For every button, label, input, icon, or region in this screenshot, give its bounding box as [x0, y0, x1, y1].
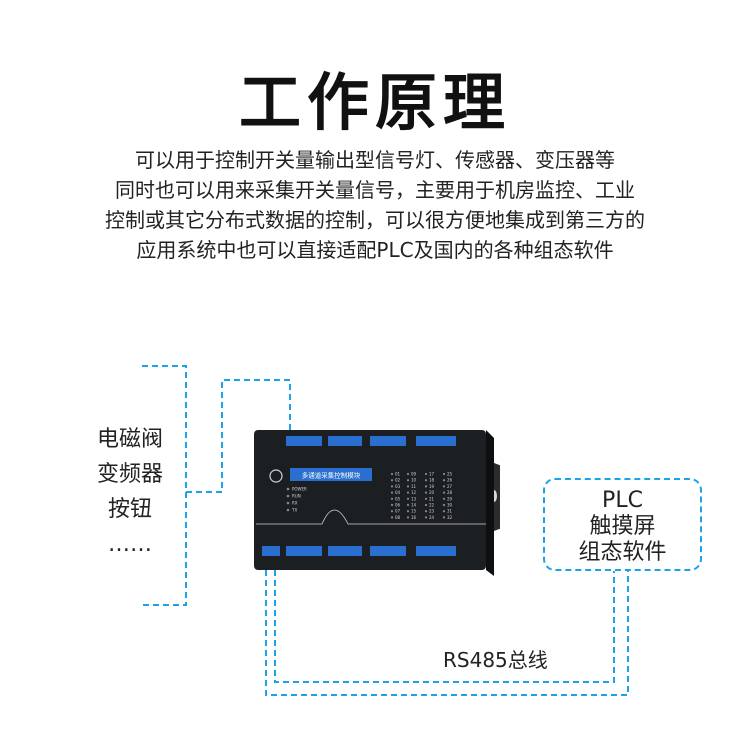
channel-led — [424, 485, 428, 488]
channel-label: 10 — [411, 478, 417, 483]
channel-label: 05 — [395, 496, 401, 501]
channel-label: 01 — [395, 472, 401, 477]
description: 可以用于控制开关量输出型信号灯、传感器、变压器等 同时也可以用来采集开关量信号，… — [40, 145, 710, 265]
channel-led — [424, 491, 428, 494]
channel-label: 04 — [395, 490, 401, 495]
description-line: 同时也可以用来采集开关量信号，主要用于机房监控、工业 — [115, 178, 635, 202]
channel-led — [424, 516, 428, 519]
svg-text:POWER: POWER — [292, 487, 307, 492]
channel-led — [406, 510, 410, 513]
channel-label: 25 — [447, 472, 453, 477]
channel-label: 26 — [447, 478, 453, 483]
channel-led — [390, 491, 394, 494]
channel-led — [406, 497, 410, 500]
field-devices-list: 电磁阀 变频器 按钮 …… — [60, 422, 200, 562]
channel-label: 31 — [447, 509, 453, 514]
channel-label: 24 — [429, 515, 435, 520]
channel-label: 23 — [429, 509, 435, 514]
channel-label: 16 — [411, 515, 417, 520]
channel-led — [390, 472, 394, 476]
channel-label: 30 — [447, 503, 453, 508]
channel-label: 32 — [447, 515, 453, 520]
channel-label: 08 — [395, 515, 401, 520]
list-item: 电磁阀 — [96, 427, 163, 452]
channel-led — [390, 510, 394, 513]
channel-led — [442, 516, 446, 519]
channel-led — [390, 497, 394, 500]
channel-led — [442, 510, 446, 513]
channel-label: 29 — [447, 496, 453, 501]
channel-label: 27 — [447, 484, 453, 489]
channel-label: 15 — [411, 509, 417, 514]
channel-label: 11 — [411, 484, 417, 489]
page-title: 工作原理 — [238, 66, 511, 139]
channel-label: 18 — [429, 478, 435, 483]
panel-label-bg — [290, 468, 372, 481]
channel-led — [406, 485, 410, 488]
channel-led — [442, 485, 446, 488]
plc-label: PLC — [602, 488, 643, 513]
channel-led — [442, 472, 446, 476]
scada-software-label: 组态软件 — [578, 540, 667, 565]
channel-led — [390, 479, 394, 482]
device-body — [254, 430, 486, 570]
channel-led — [390, 485, 394, 488]
channel-label: 28 — [447, 490, 453, 495]
channel-label: 17 — [429, 472, 435, 477]
channel-label: 06 — [395, 503, 401, 508]
channel-led — [406, 503, 410, 507]
svg-text:RX: RX — [292, 501, 298, 506]
svg-text:RUN: RUN — [292, 494, 301, 499]
channel-led — [424, 479, 428, 482]
channel-led — [390, 516, 394, 519]
channel-led — [406, 479, 410, 482]
channel-led — [442, 503, 446, 507]
channel-label: 14 — [411, 503, 417, 508]
channel-label: 22 — [429, 503, 435, 508]
list-item: …… — [108, 532, 152, 557]
channel-led — [442, 491, 446, 494]
channel-label: 07 — [395, 509, 401, 514]
channel-label: 09 — [411, 472, 417, 477]
channel-led — [406, 516, 410, 519]
description-line: 控制或其它分布式数据的控制，可以很方便地集成到第三方的 — [105, 208, 645, 232]
list-item: 按钮 — [107, 497, 152, 522]
plc-box: PLC 触摸屏 组态软件 — [543, 478, 702, 571]
channel-label: 20 — [429, 490, 435, 495]
bus-label: RS485总线 — [443, 648, 548, 672]
touchscreen-label: 触摸屏 — [589, 514, 656, 539]
channel-label: 12 — [411, 490, 417, 495]
channel-led — [390, 503, 394, 507]
svg-text:TX: TX — [291, 508, 297, 513]
channel-label: 13 — [411, 496, 417, 501]
channel-label: 19 — [429, 484, 435, 489]
channel-led — [442, 497, 446, 500]
channel-led — [406, 491, 410, 494]
channel-label: 03 — [395, 484, 401, 489]
description-line: 可以用于控制开关量输出型信号灯、传感器、变压器等 — [135, 148, 615, 172]
channel-led — [424, 472, 428, 476]
channel-led — [424, 497, 428, 500]
channel-led — [442, 479, 446, 482]
description-line: 应用系统中也可以直接适配PLC及国内的各种组态软件 — [136, 238, 614, 262]
panel-label: 多通道采集控制模块 — [302, 471, 361, 480]
channel-label: 21 — [429, 496, 435, 501]
brand-logo-icon — [269, 469, 283, 483]
channel-led — [406, 472, 410, 476]
channel-led — [424, 510, 428, 513]
list-item: 变频器 — [96, 462, 163, 487]
channel-label: 02 — [395, 478, 401, 483]
channel-led — [424, 503, 428, 507]
